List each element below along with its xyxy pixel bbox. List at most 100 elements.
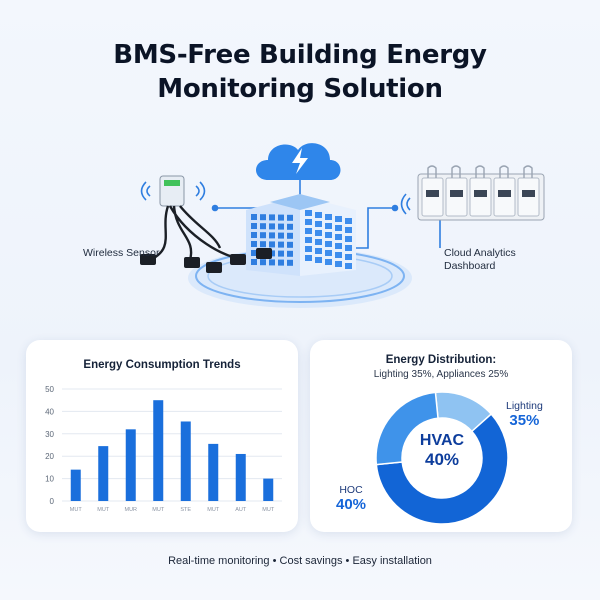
lighting-callout-percent: 35% bbox=[509, 412, 540, 429]
cloud-bolt-icon bbox=[256, 143, 341, 180]
building-window bbox=[325, 232, 332, 238]
building-window bbox=[335, 252, 342, 258]
building-window bbox=[315, 257, 322, 263]
building-window bbox=[260, 232, 266, 239]
building-window bbox=[251, 214, 257, 220]
building-window bbox=[251, 259, 257, 265]
building-window bbox=[260, 241, 266, 248]
building-icon bbox=[246, 194, 356, 276]
cloud-dashboard-label: Cloud Analytics Dashboard bbox=[444, 247, 516, 273]
x-tick-label: STE bbox=[180, 507, 191, 513]
building-window bbox=[345, 245, 352, 251]
building-window bbox=[305, 228, 312, 234]
x-tick-label: MUT bbox=[70, 507, 83, 513]
donut-segment bbox=[375, 413, 509, 525]
building-window bbox=[315, 248, 322, 254]
x-tick-label: AUT bbox=[235, 507, 247, 513]
x-tick-label: MUT bbox=[97, 507, 110, 513]
building-window bbox=[335, 234, 342, 240]
y-tick-label: 40 bbox=[45, 407, 54, 416]
chart-bar bbox=[235, 453, 246, 501]
donut-segment bbox=[375, 391, 439, 466]
hero-illustration bbox=[140, 143, 545, 308]
building-window bbox=[278, 241, 284, 248]
building-window bbox=[325, 250, 332, 256]
chart-bar bbox=[125, 429, 136, 501]
y-tick-label: 50 bbox=[45, 385, 54, 394]
cloud-dashboard-label-line-1: Cloud Analytics bbox=[444, 247, 516, 259]
energy-distribution-card: Energy Distribution: Lighting 35%, Appli… bbox=[310, 340, 572, 532]
chart-bar bbox=[153, 400, 164, 501]
chart-bar bbox=[70, 469, 81, 501]
energy-distribution-title: Energy Distribution: bbox=[385, 354, 497, 366]
meter-cable bbox=[427, 165, 437, 178]
meter-cable bbox=[451, 165, 461, 178]
building-window bbox=[278, 223, 284, 230]
lighting-callout-name: Lighting bbox=[506, 400, 543, 412]
building-window bbox=[287, 214, 293, 221]
x-tick-label: MUT bbox=[207, 507, 220, 513]
building-window bbox=[325, 214, 332, 220]
building-window bbox=[325, 241, 332, 247]
meter-cable bbox=[499, 165, 509, 178]
sensor-clamp-icon bbox=[140, 175, 272, 273]
chart-bar bbox=[263, 478, 274, 501]
building-window bbox=[269, 232, 275, 239]
building-window bbox=[278, 232, 284, 239]
y-tick-label: 10 bbox=[45, 475, 54, 484]
feature-footer: Real-time monitoring • Cost savings • Ea… bbox=[168, 555, 432, 567]
building-window bbox=[305, 219, 312, 225]
building-window bbox=[315, 212, 322, 218]
building-window bbox=[260, 214, 266, 221]
building-window bbox=[325, 223, 332, 229]
donut-center-label: HVAC 40% bbox=[392, 432, 492, 470]
building-window bbox=[335, 243, 342, 249]
building-window bbox=[305, 246, 312, 252]
building-window bbox=[335, 225, 342, 231]
building-window bbox=[305, 255, 312, 261]
building-window bbox=[260, 259, 266, 266]
energy-trends-title: Energy Consumption Trends bbox=[83, 359, 241, 371]
building-window bbox=[251, 250, 257, 256]
meter-display bbox=[498, 190, 511, 197]
hvac-center-percent: 40% bbox=[424, 450, 460, 469]
hoc-callout-name: HOC bbox=[339, 484, 363, 496]
building-window bbox=[269, 259, 275, 266]
meter-display bbox=[426, 190, 439, 197]
building-window bbox=[315, 221, 322, 227]
building-window bbox=[251, 223, 257, 229]
building-window bbox=[315, 239, 322, 245]
building-window bbox=[345, 263, 352, 269]
building-window bbox=[269, 214, 275, 221]
building-window bbox=[287, 232, 293, 239]
lighting-callout: Lighting 35% bbox=[506, 400, 543, 429]
building-window bbox=[278, 259, 284, 266]
meter-rack-icon bbox=[400, 165, 545, 221]
building-window bbox=[287, 259, 293, 266]
meter-cable bbox=[523, 165, 533, 178]
building-window bbox=[278, 250, 284, 257]
hoc-callout-percent: 40% bbox=[336, 496, 367, 513]
hoc-callout: HOC 40% bbox=[336, 484, 366, 513]
building-window bbox=[325, 259, 332, 265]
building-window bbox=[269, 241, 275, 248]
building-window bbox=[251, 232, 257, 238]
page-title-line-1: BMS-Free Building Energy bbox=[113, 40, 487, 70]
hvac-center-name: HVAC bbox=[419, 432, 465, 449]
meter-display bbox=[522, 190, 535, 197]
building-window bbox=[305, 210, 312, 216]
cloud-dashboard-label-line-2: Dashboard bbox=[444, 260, 496, 272]
x-tick-label: MUR bbox=[124, 507, 137, 513]
building-window bbox=[305, 237, 312, 243]
x-tick-label: MUT bbox=[152, 507, 165, 513]
y-tick-label: 0 bbox=[50, 497, 55, 506]
page-title-line-2: Monitoring Solution bbox=[157, 74, 443, 104]
chart-bar bbox=[208, 443, 219, 501]
building-window bbox=[278, 214, 284, 221]
chart-bar bbox=[180, 421, 191, 501]
building-window bbox=[345, 236, 352, 242]
meter-cable bbox=[475, 165, 485, 178]
building-window bbox=[315, 230, 322, 236]
